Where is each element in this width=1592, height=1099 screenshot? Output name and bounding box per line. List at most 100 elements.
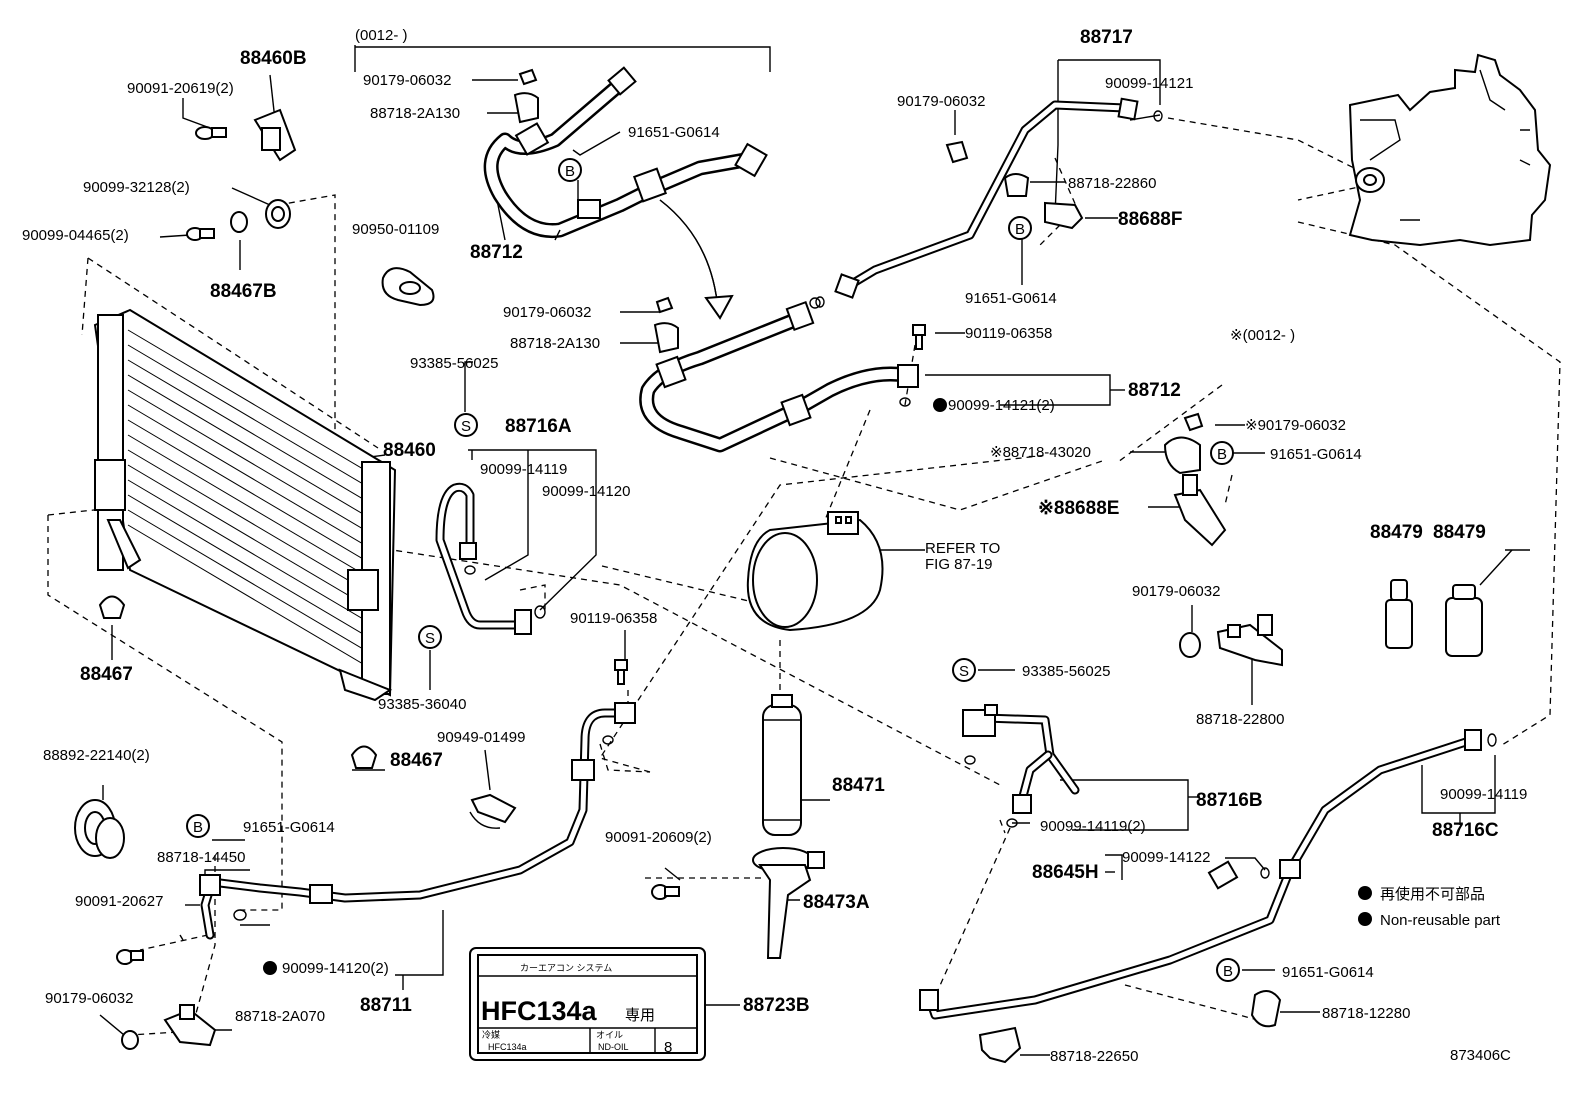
label-90119-06358-b: 90119-06358 — [965, 325, 1052, 342]
label-88479-a: 88479 — [1370, 522, 1423, 543]
hose-88712-lower — [639, 300, 919, 453]
label-90091-20619: 90091-20619(2) — [127, 80, 234, 97]
pipe-88716A — [435, 482, 532, 635]
sticker-suffix: 専用 — [625, 1007, 655, 1024]
symbol-b-1: B — [558, 158, 582, 182]
svg-text:S: S — [461, 418, 471, 435]
label-90099-32128: 90099-32128(2) — [83, 179, 190, 196]
svg-text:B: B — [1223, 963, 1233, 980]
label-90179-06032-f: 90179-06032 — [1132, 583, 1220, 600]
label-88718-22650: 88718-22650 — [1050, 1048, 1138, 1065]
label-90099-14119-a: 90099-14119 — [480, 461, 567, 478]
bracket-88460B — [253, 108, 297, 162]
bolt-90091-20619 — [195, 126, 227, 140]
symbol-b-2: B — [1008, 216, 1032, 240]
label-90099-14120-a: 90099-14120 — [542, 483, 630, 500]
label-91651-G0614-e: 91651-G0614 — [1282, 964, 1374, 981]
receiver-88471 — [762, 694, 802, 836]
svg-text:B: B — [193, 819, 203, 836]
label-91651-G0614-c: 91651-G0614 — [965, 290, 1057, 307]
label-90091-20609: 90091-20609(2) — [605, 829, 712, 846]
label-90950-01109: 90950-01109 — [352, 221, 439, 238]
label-90099-14122: 90099-14122 — [1122, 849, 1210, 866]
label-90119-06358-a: 90119-06358 — [570, 610, 657, 627]
label-88892-22140: 88892-22140(2) — [43, 747, 150, 764]
pipe-88716B — [962, 704, 1080, 814]
label-88467B: 88467B — [210, 281, 277, 302]
bolt-90099-04465 — [186, 227, 215, 241]
label-88479-b: 88479 — [1433, 522, 1486, 543]
label-90099-14120-2: 90099-14120(2) — [282, 960, 389, 977]
label-88473A: 88473A — [803, 892, 870, 913]
label-90099-14119-2: 90099-14119(2) — [1040, 818, 1146, 835]
bracket-88688E — [1173, 474, 1227, 547]
label-88716A: 88716A — [505, 416, 572, 437]
pipe-88716C — [919, 729, 1482, 1020]
label-90099-14119-c: 90099-14119 — [1440, 786, 1527, 803]
label-90099-14121-a: 90099-14121 — [1105, 75, 1193, 92]
sticker-top-text: カーエアコン システム — [520, 963, 612, 973]
cushion-90099-32128 — [265, 199, 291, 229]
label-90099-04465: 90099-04465(2) — [22, 227, 129, 244]
label-90179-06032-a: 90179-06032 — [45, 990, 133, 1007]
label-0012-a: (0012- ) — [355, 27, 408, 44]
label-93385-56025-b: 93385-56025 — [1022, 663, 1110, 680]
label-93385-36040: 93385-36040 — [378, 696, 466, 713]
label-91651-G0614-a: 91651-G0614 — [243, 819, 335, 836]
label-90099-14121-2: 90099-14121(2) — [948, 397, 1055, 414]
label-88711: 88711 — [360, 995, 412, 1016]
label-93385-56025-a: 93385-56025 — [410, 355, 498, 372]
engine-outline — [1348, 53, 1552, 247]
label-88467-b: 88467 — [390, 750, 443, 771]
label-91651-G0614-d: 91651-G0614 — [1270, 446, 1362, 463]
symbol-b-4: B — [186, 814, 210, 838]
clamp-90949-01499 — [469, 793, 517, 829]
label-refer-to: REFER TO — [925, 540, 1000, 557]
label-fig-87-19: FIG 87-19 — [925, 556, 993, 573]
label-88716C: 88716C — [1432, 820, 1499, 841]
figure-number: 873406C — [1450, 1047, 1511, 1064]
clip-88892-22140 — [74, 799, 125, 859]
label-90949-01499: 90949-01499 — [437, 729, 525, 746]
legend-ja: 再使用不可部品 — [1380, 886, 1485, 903]
switch-88645H — [1207, 860, 1239, 890]
label-88717: 88717 — [1080, 27, 1133, 48]
sticker-main-text: HFC134a — [481, 996, 598, 1026]
clamp-88718-2A070 — [163, 1004, 217, 1047]
sticker-oil-no: 8 — [664, 1039, 672, 1056]
label-88471: 88471 — [832, 775, 885, 796]
symbol-b-5: B — [1216, 958, 1240, 982]
label-88718-14450: 88718-14450 — [157, 849, 245, 866]
label-88718-2A130-a: 88718-2A130 — [370, 105, 460, 122]
label-0012-b: ※(0012- ) — [1230, 327, 1295, 344]
label-88718-2A070: 88718-2A070 — [235, 1008, 325, 1025]
clamp-88718-22860 — [1003, 173, 1030, 197]
small-fittings — [116, 68, 1497, 1050]
circled-symbols: S S S B B B B B — [186, 158, 1240, 982]
hose-88712-upper — [483, 66, 768, 320]
clamp-88718-12280 — [1250, 990, 1282, 1028]
symbol-s-3: S — [952, 658, 976, 682]
symbol-s-2: S — [418, 625, 442, 649]
symbol-s-1: S — [454, 413, 478, 437]
label-88460: 88460 — [383, 440, 436, 461]
bracket-88718-22650 — [978, 1026, 1022, 1064]
label-90179-06032-d: 90179-06032 — [897, 93, 985, 110]
label-88718-12280: 88718-12280 — [1322, 1005, 1410, 1022]
bottles-88479 — [1385, 579, 1483, 657]
label-90179-06032-e: ※90179-06032 — [1245, 417, 1346, 434]
clamp-88718-43020 — [1163, 436, 1201, 475]
svg-text:B: B — [1217, 446, 1227, 463]
part-labels: 88460B 90091-20619(2) 90099-32128(2) 900… — [22, 27, 1527, 1065]
gasket-90950-01109 — [381, 267, 435, 307]
label-88712-b: 88712 — [1128, 380, 1181, 401]
cushion-88467-lower — [350, 745, 378, 769]
label-88688F: 88688F — [1118, 209, 1182, 230]
symbol-b-3: B — [1210, 441, 1234, 465]
label-90179-06032-b: 90179-06032 — [363, 72, 451, 89]
pipe-88717 — [815, 97, 1139, 308]
svg-text:S: S — [959, 663, 969, 680]
label-88718-43020: ※88718-43020 — [990, 444, 1091, 461]
label-88688E: ※88688E — [1038, 498, 1119, 519]
